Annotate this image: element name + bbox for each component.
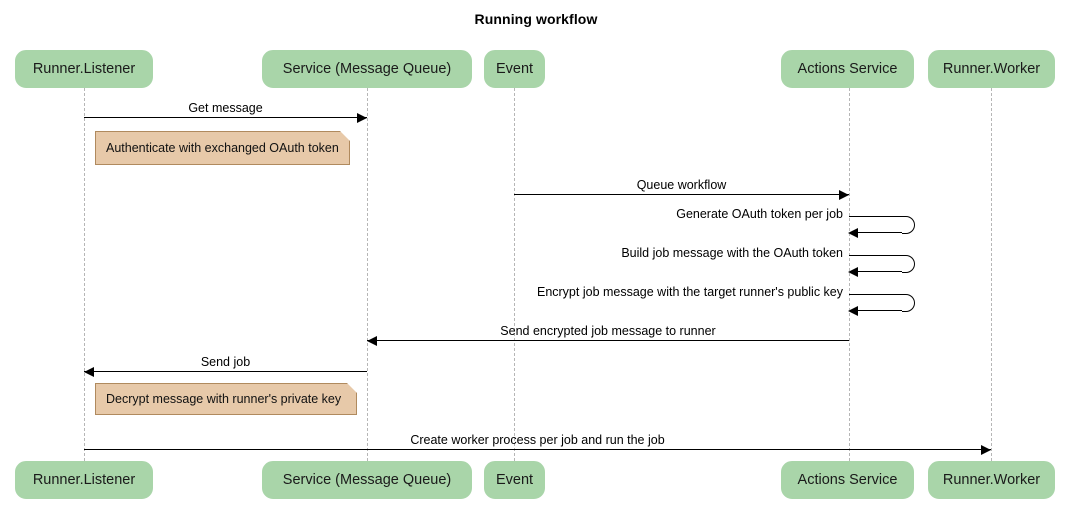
- lifeline-event: [514, 88, 515, 461]
- participant-label: Actions Service: [797, 472, 898, 488]
- participant-service-message-queue-top[interactable]: Service (Message Queue): [262, 50, 472, 88]
- arrow-head-icon: [981, 445, 991, 455]
- self-loop-bottom-segment: [857, 271, 902, 272]
- self-loop-top-segment: [849, 216, 902, 217]
- page-title: Running workflow: [474, 11, 598, 27]
- participant-actions-service-top[interactable]: Actions Service: [781, 50, 914, 88]
- arrow-head-icon: [357, 113, 367, 123]
- message-label: Get message: [188, 101, 263, 115]
- message-label: Build job message with the OAuth token: [621, 246, 843, 260]
- message-line: [84, 371, 367, 372]
- participant-runner-worker-bottom[interactable]: Runner.Worker: [928, 461, 1055, 499]
- lifeline-runner-listener: [84, 88, 85, 461]
- message-line: [84, 117, 367, 118]
- message-line: [84, 449, 991, 450]
- lifeline-service-message-queue: [367, 88, 368, 461]
- self-loop-bottom-segment: [857, 232, 902, 233]
- self-loop-bottom-segment: [857, 310, 902, 311]
- message-label: Encrypt job message with the target runn…: [536, 285, 843, 299]
- participant-label: Runner.Listener: [32, 472, 136, 488]
- self-loop-top-segment: [849, 255, 902, 256]
- message-label: Send job: [200, 355, 251, 369]
- participant-runner-listener-top[interactable]: Runner.Listener: [15, 50, 153, 88]
- participant-label: Event: [495, 472, 534, 488]
- participant-runner-listener-bottom[interactable]: Runner.Listener: [15, 461, 153, 499]
- message-line: [367, 340, 849, 341]
- participant-event-top[interactable]: Event: [484, 50, 545, 88]
- note-fold-corner-icon: [340, 131, 350, 141]
- participant-runner-worker-top[interactable]: Runner.Worker: [928, 50, 1055, 88]
- participant-actions-service-bottom[interactable]: Actions Service: [781, 461, 914, 499]
- message-label: Generate OAuth token per job: [676, 207, 843, 221]
- note-text: Decrypt message with runner's private ke…: [106, 392, 342, 406]
- arrow-head-icon: [848, 306, 858, 316]
- message-line: [514, 194, 849, 195]
- participant-label: Runner.Listener: [32, 61, 136, 77]
- participant-label: Runner.Worker: [942, 472, 1041, 488]
- arrow-head-icon: [367, 336, 377, 346]
- note-fold-corner-icon: [347, 383, 357, 393]
- arrow-head-icon: [848, 228, 858, 238]
- participant-label: Service (Message Queue): [282, 61, 452, 77]
- self-loop-curve: [902, 294, 915, 312]
- note-authenticate-with-exchanged-oauth-token[interactable]: Authenticate with exchanged OAuth token: [95, 131, 350, 165]
- participant-event-bottom[interactable]: Event: [484, 461, 545, 499]
- participant-label: Event: [495, 61, 534, 77]
- participant-service-message-queue-bottom[interactable]: Service (Message Queue): [262, 461, 472, 499]
- arrow-head-icon: [839, 190, 849, 200]
- lifeline-runner-worker: [991, 88, 992, 461]
- self-loop-top-segment: [849, 294, 902, 295]
- participant-label: Service (Message Queue): [282, 472, 452, 488]
- note-decrypt-message-with-runners-private-key[interactable]: Decrypt message with runner's private ke…: [95, 383, 357, 415]
- participant-label: Actions Service: [797, 61, 898, 77]
- message-label: Create worker process per job and run th…: [410, 433, 665, 447]
- note-text: Authenticate with exchanged OAuth token: [106, 141, 339, 155]
- arrow-head-icon: [84, 367, 94, 377]
- message-label: Queue workflow: [636, 178, 727, 192]
- arrow-head-icon: [848, 267, 858, 277]
- self-loop-curve: [902, 216, 915, 234]
- message-label: Send encrypted job message to runner: [500, 324, 716, 338]
- participant-label: Runner.Worker: [942, 61, 1041, 77]
- self-loop-curve: [902, 255, 915, 273]
